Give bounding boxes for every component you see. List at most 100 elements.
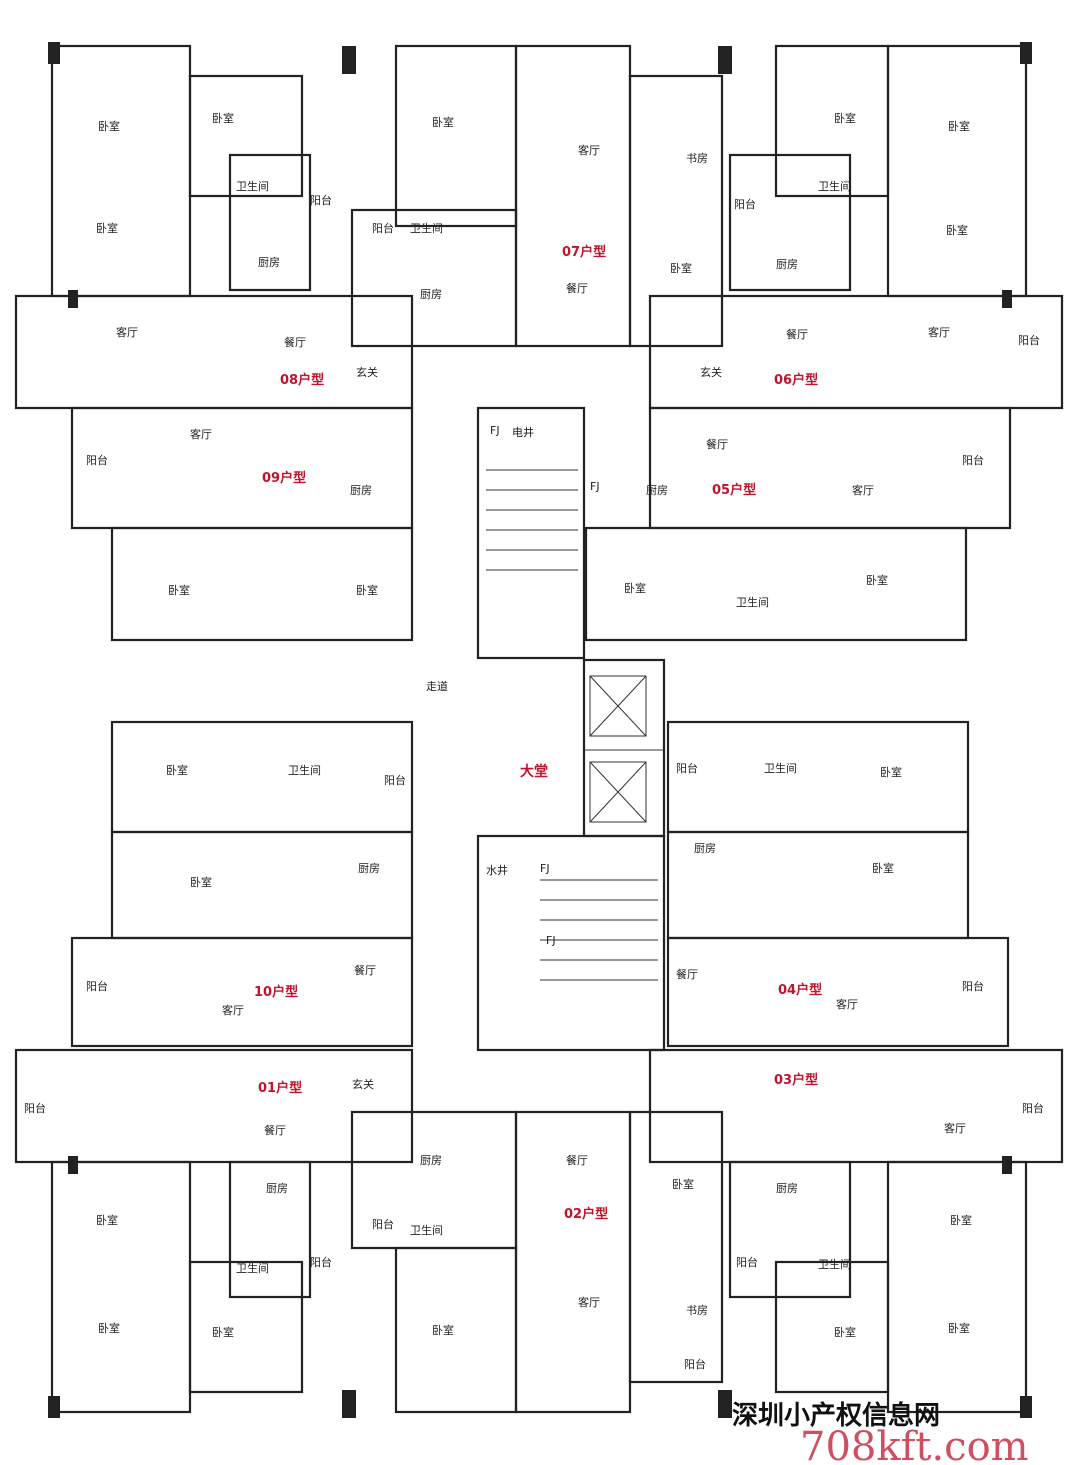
room-label: 玄关	[356, 365, 378, 379]
room-label: FJ	[546, 934, 556, 947]
unit-label-10: 10户型	[254, 984, 298, 1000]
watermark-text-cn: 深圳小产权信息网	[732, 1400, 940, 1431]
room-label: 餐厅	[566, 281, 588, 295]
room-label: 卫生间	[236, 1261, 269, 1275]
room-label: 阳台	[86, 979, 108, 993]
room-label: 厨房	[694, 842, 716, 855]
room-label: FJ	[590, 480, 600, 493]
room-label: 厨房	[358, 862, 380, 875]
room-label: 客厅	[578, 1295, 600, 1309]
room-label: 阳台	[384, 773, 406, 787]
unit-labels: 08户型 07户型 06户型 09户型 05户型 10户型 04户型 01户型 …	[254, 244, 822, 1222]
room-label: 卧室	[624, 581, 646, 595]
room-label: 阳台	[1022, 1101, 1044, 1115]
room-label: 餐厅	[566, 1153, 588, 1167]
watermark: 深圳小产权信息网 708kft.com	[732, 1400, 1029, 1465]
watermark-text-en: 708kft.com	[800, 1424, 1029, 1465]
room-label: 卫生间	[764, 761, 797, 775]
room-label: 玄关	[352, 1077, 374, 1091]
room-label: 厨房	[266, 1182, 288, 1195]
room-label: 客厅	[836, 997, 858, 1011]
room-label: 卧室	[212, 111, 234, 125]
room-label: 卧室	[168, 583, 190, 597]
room-label: 厨房	[258, 256, 280, 269]
room-label: 客厅	[578, 143, 600, 157]
room-label: 卧室	[834, 1325, 856, 1339]
room-label: 卧室	[670, 261, 692, 275]
unit-label-02: 02户型	[564, 1206, 608, 1222]
room-label: 卧室	[672, 1177, 694, 1191]
room-label: 阳台	[24, 1101, 46, 1115]
room-label: 书房	[686, 1304, 708, 1317]
room-label: 卧室	[166, 763, 188, 777]
room-label: 卧室	[866, 573, 888, 587]
room-label: 阳台	[962, 453, 984, 467]
room-label: FJ	[490, 424, 500, 437]
room-label: 餐厅	[786, 327, 808, 341]
room-label: 卧室	[98, 119, 120, 133]
room-label: 餐厅	[706, 437, 728, 451]
room-label: 阳台	[684, 1357, 706, 1371]
room-label: 客厅	[116, 325, 138, 339]
room-label: 餐厅	[284, 335, 306, 349]
room-label: 阳台	[734, 197, 756, 211]
room-label: 卧室	[190, 875, 212, 889]
walls	[14, 42, 1064, 1418]
room-label: 客厅	[222, 1003, 244, 1017]
room-label: 阳台	[372, 1217, 394, 1231]
room-label: 卧室	[880, 765, 902, 779]
room-label: 餐厅	[676, 967, 698, 981]
room-label: 阳台	[962, 979, 984, 993]
room-label: 阳台	[1018, 333, 1040, 347]
lobby-label: 大堂	[520, 763, 548, 780]
room-label: 卧室	[946, 223, 968, 237]
room-label: 卧室	[872, 861, 894, 875]
room-label: 卧室	[948, 119, 970, 133]
room-label: 卫生间	[288, 763, 321, 777]
room-label: 厨房	[776, 1182, 798, 1195]
room-label: FJ	[540, 862, 550, 875]
room-label: 卫生间	[818, 179, 851, 193]
room-label: 客厅	[852, 483, 874, 497]
room-label: 客厅	[944, 1121, 966, 1135]
room-label: 客厅	[928, 325, 950, 339]
room-labels: 卧室 卧室 卫生间 阳台 卧室 厨房 客厅 餐厅 玄关 卧室 客厅 书房 阳台 …	[24, 111, 1044, 1371]
room-label: 卧室	[834, 111, 856, 125]
room-label: 厨房	[420, 1154, 442, 1167]
room-label: 厨房	[420, 288, 442, 301]
room-label: 电井	[512, 425, 534, 439]
room-label: 餐厅	[264, 1123, 286, 1137]
room-label: 卫生间	[818, 1257, 851, 1271]
room-label: 卧室	[96, 221, 118, 235]
room-label: 阳台	[676, 761, 698, 775]
room-label: 厨房	[646, 484, 668, 497]
unit-label-07: 07户型	[562, 244, 606, 260]
room-label: 书房	[686, 152, 708, 165]
room-label: 水井	[486, 863, 508, 877]
room-label: 卫生间	[410, 221, 443, 235]
room-label: 卧室	[948, 1321, 970, 1335]
room-label: 卧室	[212, 1325, 234, 1339]
room-label: 卧室	[432, 1323, 454, 1337]
room-label: 玄关	[700, 365, 722, 379]
room-label: 厨房	[776, 258, 798, 271]
room-label: 阳台	[736, 1255, 758, 1269]
unit-label-04: 04户型	[778, 982, 822, 998]
room-label: 厨房	[350, 484, 372, 497]
room-label: 卫生间	[736, 595, 769, 609]
room-label: 卫生间	[410, 1223, 443, 1237]
room-label: 卫生间	[236, 179, 269, 193]
unit-label-01: 01户型	[258, 1080, 302, 1096]
room-label: 阳台	[310, 193, 332, 207]
unit-label-05: 05户型	[712, 482, 756, 498]
unit-label-08: 08户型	[280, 372, 324, 388]
room-label: 客厅	[190, 427, 212, 441]
room-label: 阳台	[86, 453, 108, 467]
room-label: 卧室	[432, 115, 454, 129]
room-label: 卧室	[950, 1213, 972, 1227]
room-label: 走道	[426, 679, 448, 693]
room-label: 卧室	[98, 1321, 120, 1335]
unit-label-06: 06户型	[774, 372, 818, 388]
room-label: 卧室	[356, 583, 378, 597]
